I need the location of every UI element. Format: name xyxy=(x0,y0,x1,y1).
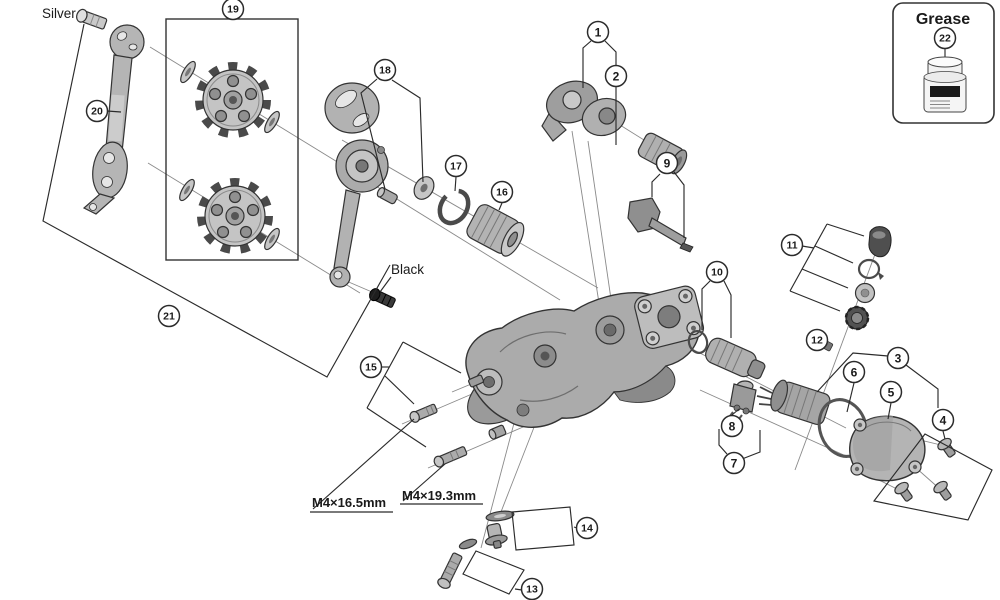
callout-15: 15 xyxy=(359,355,383,379)
silver-plate-bolt xyxy=(76,8,108,30)
bolt-length-left-label: M4×16.5mm xyxy=(312,495,386,510)
svg-text:9: 9 xyxy=(664,157,671,171)
callout-22: 22 xyxy=(933,26,957,50)
cage-washer xyxy=(413,176,435,200)
stopper-pin-group xyxy=(484,510,515,549)
black-label: Black xyxy=(391,262,424,277)
svg-text:17: 17 xyxy=(450,161,462,173)
callout-3: 3 xyxy=(886,346,910,370)
callout-8: 8 xyxy=(720,414,744,438)
callout-6: 6 xyxy=(842,360,866,384)
cage-shaft-pin xyxy=(376,187,398,205)
grease-jar xyxy=(923,56,967,113)
svg-text:21: 21 xyxy=(163,311,175,323)
callout-12: 12 xyxy=(805,328,829,352)
o-ring xyxy=(687,330,709,354)
svg-text:22: 22 xyxy=(939,33,951,45)
body-mount-flange xyxy=(634,285,705,349)
snap-ring xyxy=(437,188,471,226)
svg-text:15: 15 xyxy=(365,362,377,374)
svg-text:13: 13 xyxy=(526,584,538,596)
adjuster-stack xyxy=(844,226,892,331)
inner-cage-plate xyxy=(82,24,145,215)
callout-20: 20 xyxy=(85,99,109,123)
callout-19: 19 xyxy=(221,0,245,21)
callout-16: 16 xyxy=(490,180,514,204)
svg-text:10: 10 xyxy=(711,267,723,279)
callout-10: 10 xyxy=(705,260,729,284)
svg-text:8: 8 xyxy=(729,420,736,434)
tension-pulley xyxy=(197,178,273,254)
bracket-axle-unit xyxy=(541,80,627,142)
svg-text:1: 1 xyxy=(595,26,602,40)
callout-13: 13 xyxy=(520,577,544,600)
callout-2: 2 xyxy=(604,64,628,88)
callout-14: 14 xyxy=(575,516,599,540)
guide-pulley xyxy=(195,62,271,138)
grease-label: Grease xyxy=(916,11,970,28)
svg-text:3: 3 xyxy=(895,352,902,366)
svg-text:12: 12 xyxy=(811,335,823,347)
spring-barrel xyxy=(705,337,766,380)
callout-5: 5 xyxy=(879,380,903,404)
svg-text:6: 6 xyxy=(851,366,858,380)
motor-cover xyxy=(849,415,926,482)
svg-text:2: 2 xyxy=(613,70,620,84)
svg-text:19: 19 xyxy=(227,4,239,16)
callout-11: 11 xyxy=(780,233,804,257)
svg-text:7: 7 xyxy=(731,457,738,471)
callout-17: 17 xyxy=(444,154,468,178)
svg-text:18: 18 xyxy=(379,65,391,77)
callout-21: 21 xyxy=(157,304,181,328)
bolt-length-right-label: M4×19.3mm xyxy=(402,488,476,503)
svg-text:16: 16 xyxy=(496,187,508,199)
svg-text:20: 20 xyxy=(91,106,103,118)
callout-7: 7 xyxy=(722,451,746,475)
callout-brackets xyxy=(42,23,993,595)
callout-1: 1 xyxy=(586,20,610,44)
motor-core xyxy=(756,379,831,426)
pulley-washers xyxy=(179,60,280,251)
long-bolt-group xyxy=(437,538,478,589)
outer-cage-plate xyxy=(324,82,389,288)
derailleur-body xyxy=(465,285,705,428)
cable-fixing-unit xyxy=(627,197,694,253)
svg-text:14: 14 xyxy=(581,523,593,535)
stopper-plate-barrel xyxy=(466,204,525,257)
cage-fixing-bolts xyxy=(409,374,507,468)
callout-18: 18 xyxy=(373,58,397,82)
svg-text:11: 11 xyxy=(786,240,797,252)
grease-box: Grease xyxy=(892,2,995,124)
svg-text:5: 5 xyxy=(888,386,895,400)
svg-text:4: 4 xyxy=(940,414,947,428)
callout-4: 4 xyxy=(931,408,955,432)
cover-screws xyxy=(894,437,956,502)
silver-label: Silver xyxy=(42,6,76,21)
callout-9: 9 xyxy=(655,151,679,175)
